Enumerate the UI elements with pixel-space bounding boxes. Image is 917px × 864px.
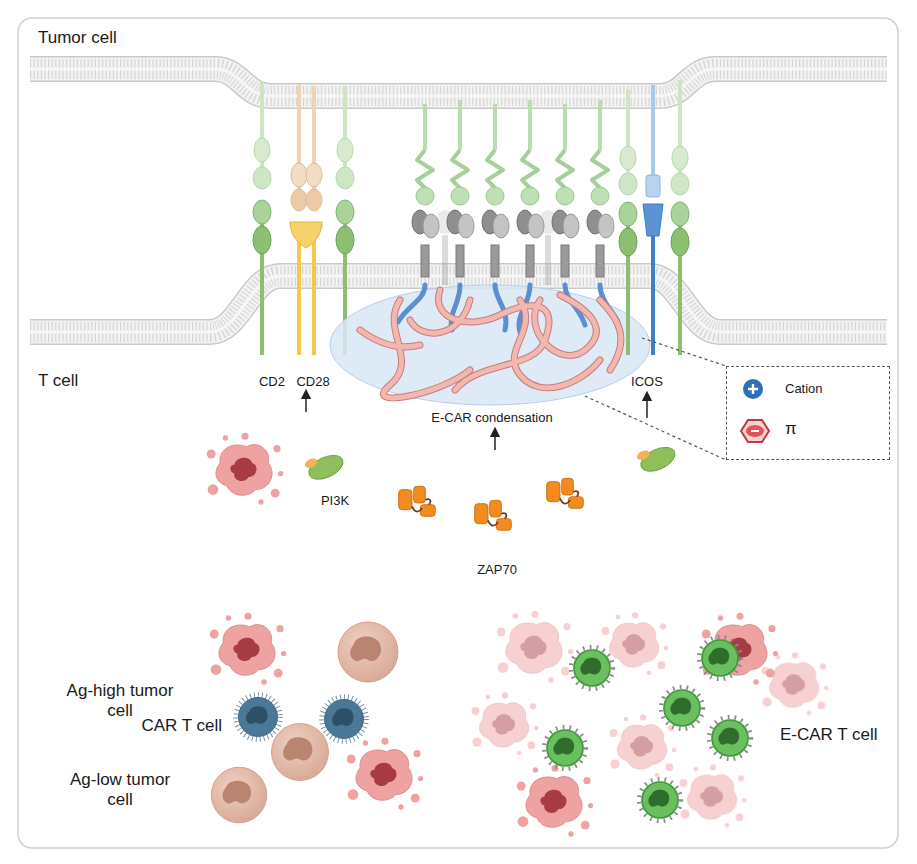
legend-text: π <box>785 419 797 439</box>
label-text: E-CAR T cell <box>780 725 878 745</box>
label-text: E-CAR condensation <box>431 410 552 426</box>
label-text: ZAP70 <box>477 562 517 578</box>
label-text: CD2 <box>259 374 285 390</box>
legend-box: Cation π <box>726 366 890 460</box>
label-text: ICOS <box>631 374 663 390</box>
legend-text: Cation <box>785 381 823 397</box>
label-text: Ag-low tumor cell <box>64 770 176 811</box>
label-text: CAR T cell <box>141 716 222 736</box>
label-text: PI3K <box>321 493 349 509</box>
label-text: Ag-high tumor cell <box>64 681 176 722</box>
label-text: CD28 <box>296 374 329 390</box>
label-text: T cell <box>38 371 78 391</box>
label-text: Tumor cell <box>38 28 117 48</box>
